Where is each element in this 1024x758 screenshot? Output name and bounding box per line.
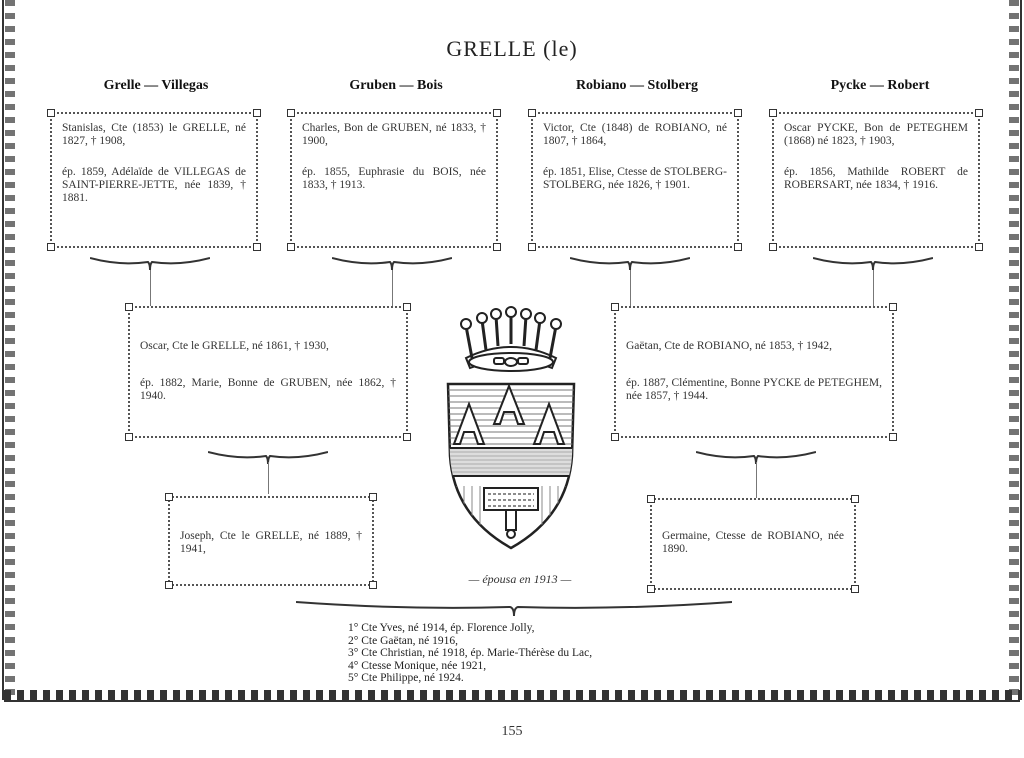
connector-line [268,462,269,494]
family-heading-1: Grelle — Villegas [103,78,209,93]
brace-connector-4 [813,257,933,271]
ancestor-wife-text: ép. 1855, Euphrasie du BOIS, née 1833, †… [302,166,486,191]
coat-of-arms-icon [446,306,576,550]
spouse-text: Joseph, Cte le GRELLE, né 1889, † 1941, [180,530,362,555]
child-item: 5° Cte Philippe, né 1924. [348,672,464,685]
parent-wife-text: ép. 1887, Clémentine, Bonne PYCKE de PET… [626,377,882,402]
parents-box-grelle: Oscar, Cte le GRELLE, né 1861, † 1930, é… [125,303,411,441]
connector-line [756,462,757,498]
parent-husband-text: Oscar, Cte le GRELLE, né 1861, † 1930, [140,340,329,352]
ancestor-box-grelle: Stanislas, Cte (1853) le GRELLE, né 1827… [47,109,261,251]
child-item: 4° Ctesse Monique, née 1921, [348,659,487,672]
ancestor-wife-text: ép. 1851, Elise, Ctesse de STOLBERG-STOL… [543,166,727,191]
family-heading-4: Pycke — Robert [830,78,930,93]
family-heading-2: Gruben — Bois [349,78,443,93]
ancestor-husband-text: Charles, Bon de GRUBEN, né 1833, † 1900, [302,122,486,147]
parent-husband-text: Gaëtan, Cte de ROBIANO, né 1853, † 1942, [626,340,833,352]
children-list: 1° Cte Yves, né 1914, ép. Florence Jolly… [348,622,592,685]
ancestor-box-robiano: Victor, Cte (1848) de ROBIANO, né 1807, … [528,109,742,251]
brace-connector-1 [90,257,210,271]
ancestor-box-pycke: Oscar PYCKE, Bon de PETEGHEM (1868) né 1… [769,109,983,251]
children-brace [296,601,732,617]
connector-line [392,270,393,306]
left-ornamental-border [2,0,16,700]
right-ornamental-border [1008,0,1022,700]
child-item: 3° Cte Christian, né 1918, ép. Marie-Thé… [348,647,593,660]
ancestor-wife-text: ép. 1856, Mathilde ROBERT de ROBERSART, … [784,166,968,191]
connector-line [873,270,874,306]
ancestor-box-gruben: Charles, Bon de GRUBEN, né 1833, † 1900,… [287,109,501,251]
spouse-text: Germaine, Ctesse de ROBIANO, née 1890. [662,530,844,555]
family-heading-3: Robiano — Stolberg [575,78,699,93]
ancestor-husband-text: Oscar PYCKE, Bon de PETEGHEM (1868) né 1… [784,122,968,147]
bottom-ornamental-border [4,690,1020,702]
page-number: 155 [501,724,523,739]
brace-connector-3 [570,257,690,271]
spouse-box-joseph: Joseph, Cte le GRELLE, né 1889, † 1941, [165,493,377,589]
ancestor-husband-text: Victor, Cte (1848) de ROBIANO, né 1807, … [543,122,727,147]
marriage-note: — épousa en 1913 — [468,572,572,586]
ancestor-husband-text: Stanislas, Cte (1853) le GRELLE, né 1827… [62,122,246,147]
brace-connector-2 [332,257,452,271]
page-title: GRELLE (le) [446,36,578,61]
ancestor-wife-text: ép. 1859, Adélaïde de VILLEGAS de SAINT-… [62,166,246,204]
connector-line [630,270,631,306]
child-item: 2° Cte Gaëtan, né 1916, [348,634,458,647]
parents-box-robiano: Gaëtan, Cte de ROBIANO, né 1853, † 1942,… [611,303,897,441]
child-item: 1° Cte Yves, né 1914, ép. Florence Jolly… [348,622,535,634]
spouse-box-germaine: Germaine, Ctesse de ROBIANO, née 1890. [647,495,859,593]
connector-line [150,270,151,306]
parent-wife-text: ép. 1882, Marie, Bonne de GRUBEN, née 18… [140,377,396,402]
